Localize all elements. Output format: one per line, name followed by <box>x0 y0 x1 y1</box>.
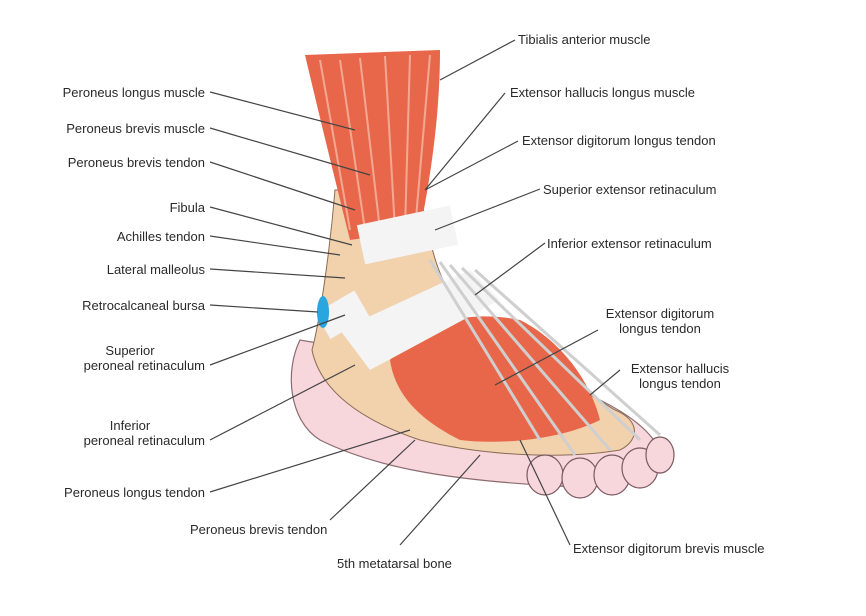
leader-lines <box>209 39 621 546</box>
label-line2: peroneal retinaculum <box>83 358 205 373</box>
label-fibula: Fibula <box>169 200 205 215</box>
label-peroneus-longus-muscle: Peroneus longus muscle <box>62 85 205 100</box>
label-line2: peroneal retinaculum <box>83 433 205 448</box>
extensor-tendons <box>428 259 661 456</box>
label-peroneus-brevis-tendon-upper: Peroneus brevis tendon <box>67 155 205 170</box>
label-superior-extensor-retinaculum: Superior extensor retinaculum <box>543 182 717 197</box>
label-line1: Extensor hallucis <box>630 361 730 376</box>
label-inferior-extensor-retinaculum: Inferior extensor retinaculum <box>547 236 712 251</box>
superior-extensor-retinaculum-band <box>356 205 459 265</box>
label-extensor-hallucis-longus-muscle: Extensor hallucis longus muscle <box>510 85 695 100</box>
label-lateral-malleolus: Lateral malleolus <box>106 262 205 277</box>
extensor-digitorum-brevis-shape <box>390 316 600 442</box>
label-line1: Inferior <box>109 418 151 433</box>
label-peroneus-brevis-tendon-lower: Peroneus brevis tendon <box>190 522 328 537</box>
label-extensor-digitorum-brevis-muscle: Extensor digitorum brevis muscle <box>573 541 765 556</box>
label-fifth-metatarsal-bone: 5th metatarsal bone <box>337 556 452 571</box>
label-line2: longus tendon <box>619 321 701 336</box>
leg-muscles <box>305 50 440 240</box>
toes <box>526 436 675 499</box>
label-retrocalcaneal-bursa: Retrocalcaneal bursa <box>82 298 205 313</box>
label-inferior-peroneal-retinaculum: Inferior peroneal retinaculum <box>55 418 205 448</box>
inferior-extensor-retinaculum-band <box>340 270 500 370</box>
superior-peroneal-retinaculum-band <box>315 290 370 339</box>
label-achilles-tendon: Achilles tendon <box>116 229 205 244</box>
label-peroneus-longus-tendon: Peroneus longus tendon <box>64 485 205 500</box>
label-peroneus-brevis-muscle: Peroneus brevis muscle <box>66 121 205 136</box>
label-superior-peroneal-retinaculum: Superior peroneal retinaculum <box>55 343 205 373</box>
label-line2: longus tendon <box>639 376 721 391</box>
label-tibialis-anterior-muscle: Tibialis anterior muscle <box>518 32 651 47</box>
label-extensor-hallucis-longus-tendon: Extensor hallucis longus tendon <box>615 361 745 391</box>
label-extensor-digitorum-longus-tendon-lower: Extensor digitorum longus tendon <box>590 306 730 336</box>
label-line1: Extensor digitorum <box>605 306 715 321</box>
retrocalcaneal-bursa-shape <box>317 296 329 328</box>
label-extensor-digitorum-longus-tendon-upper: Extensor digitorum longus tendon <box>522 133 716 148</box>
muscle-fibers <box>319 54 431 231</box>
label-line1: Superior <box>105 343 155 358</box>
